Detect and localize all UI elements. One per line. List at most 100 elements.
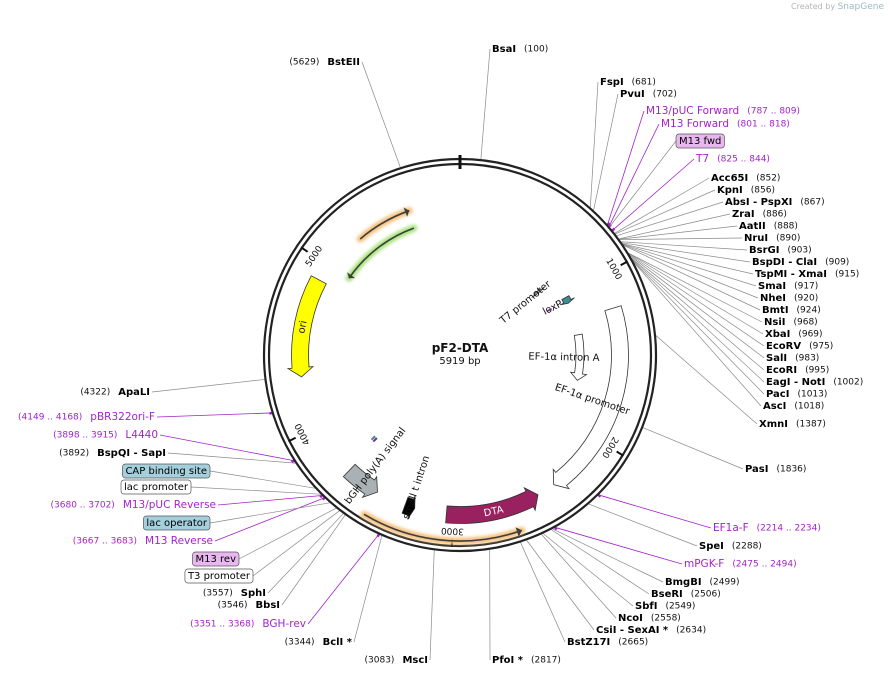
site-bsteii: BstEII(5629) [289,57,360,68]
site-name: NruI [744,233,768,244]
site-position: (852) [756,174,780,184]
site-xmni: XmnI(1387) [759,419,826,430]
site-bspqi-sapi: BspQI - SapI(3892) [59,448,166,459]
leader-line [526,540,595,631]
snapgene-logo-text: SnapGene [837,2,884,12]
site-acc65i: Acc65I(852) [711,173,780,184]
site-name: M13 Forward [661,118,729,130]
site-name: EcoRI [766,365,797,376]
leader-line [307,534,380,625]
leader-line [429,550,435,661]
feature-arrow [531,287,545,298]
leader-line [589,81,599,208]
site-bsai: BsaI(100) [492,44,548,55]
site-bcli: BclI *(3344) [285,637,353,648]
site-position: (1013) [797,390,827,400]
site-position: (5629) [289,58,319,68]
leader-line [588,503,698,547]
leader-line [631,259,765,383]
site-m13-fwd: M13 fwd [675,133,725,149]
leader-line [619,237,743,240]
primer-mark [597,493,602,498]
feature-bgh-poly-a-signal: bGH poly(A) signal [342,426,408,506]
site-fspi: FspI(681) [600,77,656,88]
site-box [143,515,211,531]
leader-line [167,452,296,464]
site-box [120,479,192,495]
leader-line [623,244,759,299]
site-tspmi-xmai: TspMI - XmaI(915) [755,269,859,280]
primer-mark [607,223,612,228]
site-m13-rev: M13 rev [192,551,240,567]
site-name: BGH-rev [262,618,306,630]
site-name: BsrGI [749,245,779,256]
tick-4000 [288,436,297,443]
site-position: (2214 .. 2234) [757,524,821,534]
site-name: EagI - NotI [766,377,825,388]
site-pvui: PvuI(702) [620,89,677,100]
site-name: M13 Reverse [145,535,213,547]
site-m13-puc-reverse: M13/pUC Reverse(3680 .. 3702) [51,499,216,511]
site-kpni: KpnI(856) [717,185,775,196]
site-position: (2634) [676,626,706,636]
site-paci: PacI(1013) [766,389,827,400]
leader-line [621,242,751,263]
leader-line [614,177,710,234]
orf-glow [345,224,418,282]
site-position: (2288) [732,542,762,552]
site-position: (4149 .. 4168) [18,413,82,423]
site-position: (890) [776,234,800,244]
site-name: EF1a-F [713,522,749,534]
feature-ef-1-intron-a: EF-1α intron A [528,333,600,381]
site-name: AscI [763,401,786,412]
feature-arrow [552,305,629,490]
site-name: SphI [241,588,266,599]
site-position: (3667 .. 3683) [73,537,137,547]
site-bstz17i: BstZ17I(2665) [567,637,648,648]
orf-line [363,513,523,542]
site-position: (2499) [710,578,740,588]
site-lac-operator: lac operator [143,515,211,531]
tick-2000 [616,450,624,457]
leader-line [361,61,401,168]
primer-mark [319,494,324,499]
site-position: (2558) [651,614,681,624]
site-m13-puc-forward: M13/pUC Forward(787 .. 809) [646,105,800,117]
feature-loxp: loxP [541,295,575,318]
site-zrai: ZraI(886) [732,209,787,220]
site-bsrgi: BsrGI(903) [749,245,812,256]
site-xbai: XbaI(969) [765,329,823,340]
site-bgh-rev: BGH-rev(3351 .. 3368) [190,618,306,630]
leader-line [551,529,650,595]
leader-line [281,514,346,606]
site-name: mPGK-F [684,558,724,570]
site-pasi: PasI(1836) [745,464,806,475]
leader-line [267,513,344,594]
site-position: (3546) [218,601,248,611]
site-position: (100) [524,45,548,55]
plasmid-center: pF2-DTA 5919 bp [432,341,489,367]
site-position: (983) [795,354,819,364]
feature-label: T7 promoter [497,278,554,327]
site-name: M13/pUC Forward [646,105,739,117]
site-t3-promoter: T3 promoter [184,568,254,584]
leader-line [608,123,660,227]
site-name: NsiI [764,317,785,328]
site-ecorv: EcoRV(975) [766,341,833,352]
site-name: SbfI [635,601,657,612]
site-sbfi: SbfI(2549) [635,601,695,612]
plasmid-name: pF2-DTA [432,341,489,355]
site-name: lac promoter [124,482,189,493]
site-position: (2665) [618,638,648,648]
site-position: (867) [800,198,824,208]
leader-line [209,502,330,524]
leader-line [542,533,634,607]
primer-mark [606,221,611,226]
site-name: BspQI - SapI [97,448,166,459]
feature-ori: ori [286,275,327,378]
leader-line [598,494,712,529]
site-name: T3 promoter [187,571,251,582]
small-feature-marks [370,308,552,443]
feature-mark [372,437,378,443]
site-name: ZraI [732,209,755,220]
